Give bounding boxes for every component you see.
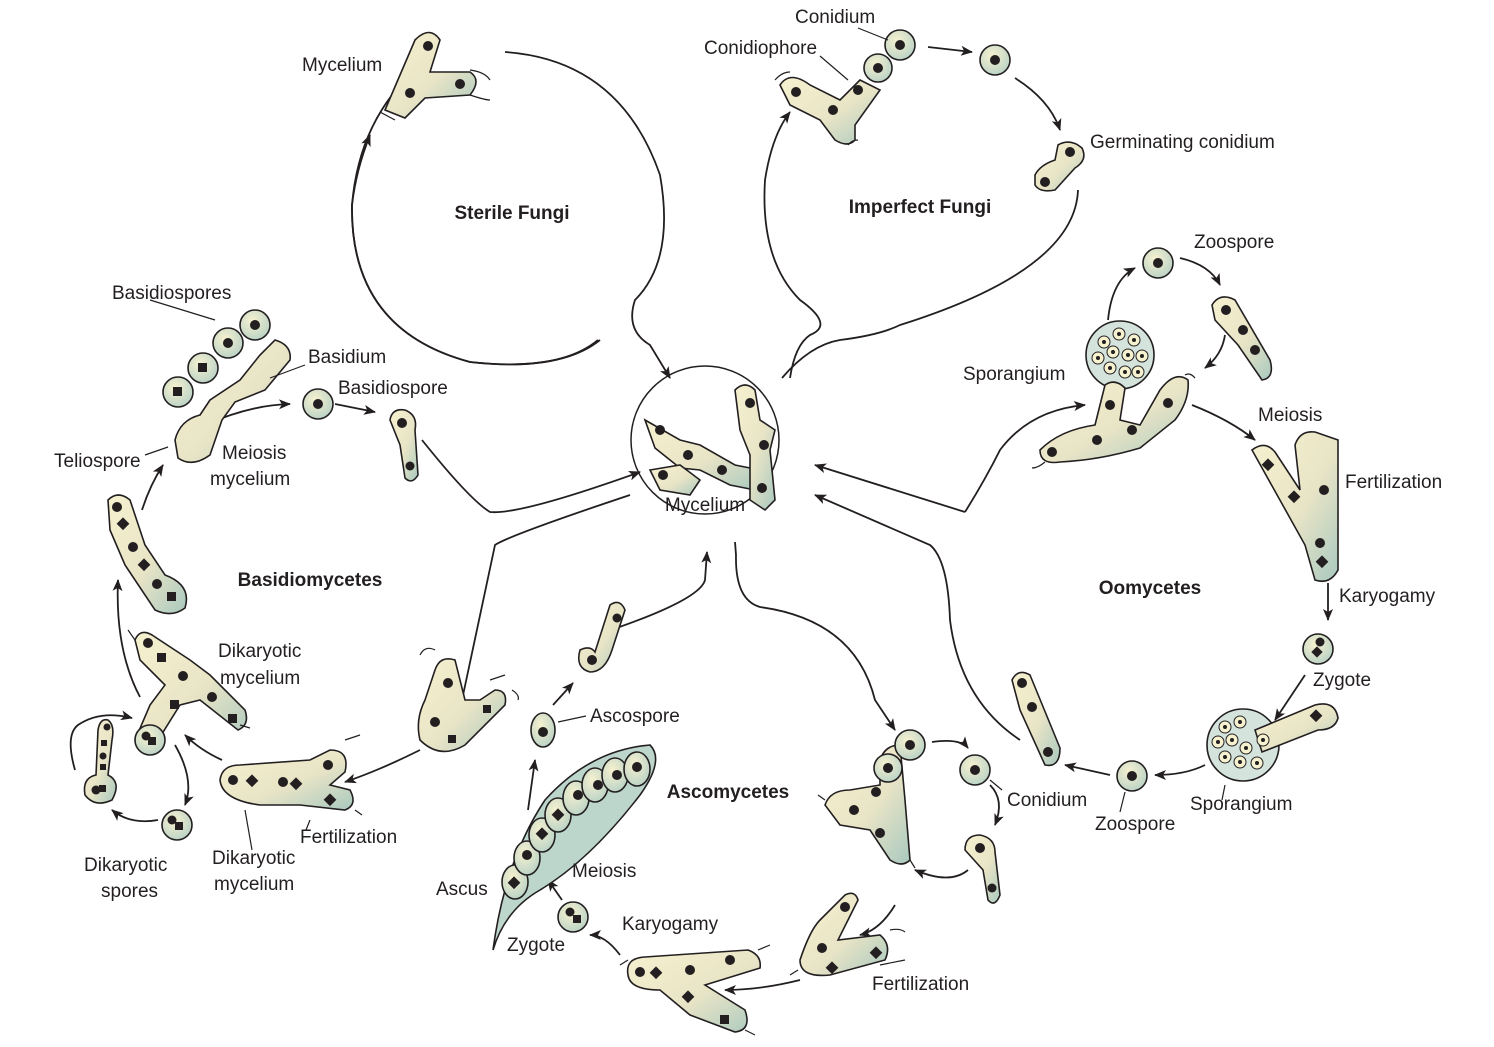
basid-basidiospore-label: Basidiospore [338,378,448,399]
asco-karyogamy-label: Karyogamy [622,914,719,935]
basidiomycetes-title: Basidiomycetes [238,570,383,591]
basid-dikaryotic-mycelium-top-line1: Dikaryotic [218,641,301,662]
asco-ascus-label: Ascus [436,879,488,900]
center-mycelium-label: Mycelium [665,495,745,516]
basidiomycetes-cycle: Basidiospores Basidium Basidiospore Teli… [54,283,641,902]
oom-zygote-label: Zygote [1313,670,1371,691]
sterile-mycelium-label: Mycelium [302,55,382,76]
imperfect-conidium-label: Conidium [795,7,875,28]
basid-dikaryotic-mycelium-bottom-line1: Dikaryotic [212,848,295,869]
asco-meiosis-label: Meiosis [572,861,636,882]
imperfect-conidiophore-label: Conidiophore [704,38,817,59]
oomycetes-title: Oomycetes [1099,578,1201,599]
center-mycelium: Mycelium [630,365,780,516]
basid-basidium-label: Basidium [308,347,386,368]
oom-zoospore-bottom-label: Zoospore [1095,814,1175,835]
oom-fertilization-label: Fertilization [1345,472,1442,493]
sterile-fungi-cycle: Mycelium Sterile Fungi [302,31,670,379]
oom-karyogamy-label: Karyogamy [1339,586,1436,607]
asco-conidium-label: Conidium [1007,790,1087,811]
imperfect-fungi-cycle: Conidium Conidiophore Germinating conidi… [704,7,1275,379]
basid-dikaryotic-mycelium-bottom-line2: mycelium [214,874,294,895]
basid-fertilization-label: Fertilization [300,827,397,848]
basid-meiosis-label-line2: mycelium [210,469,290,490]
basid-basidiospores-label: Basidiospores [112,283,231,304]
ascomycetes-cycle: Ascospore Ascus Meiosis Zygote Karyogamy… [436,541,1087,1033]
oomycetes-cycle: Zoospore Sporangium Meiosis Fertilizatio… [814,232,1442,835]
asco-fertilization-label: Fertilization [872,974,969,995]
basid-dikaryotic-spores-line2: spores [101,881,158,902]
asco-zygote-label: Zygote [507,935,565,956]
oom-meiosis-label: Meiosis [1258,405,1322,426]
oom-sporangium-bottom-label: Sporangium [1190,794,1292,815]
basid-dikaryotic-spores-line1: Dikaryotic [84,855,167,876]
basid-dikaryotic-mycelium-top-line2: mycelium [220,668,300,689]
imperfect-fungi-title: Imperfect Fungi [849,197,992,218]
asco-ascospore-label: Ascospore [590,706,680,727]
sterile-fungi-title: Sterile Fungi [454,203,569,224]
ascomycetes-title: Ascomycetes [667,782,790,803]
hyphal-tip-strokes [127,69,1196,1036]
imperfect-germinating-label: Germinating conidium [1090,132,1275,153]
basid-meiosis-label-line1: Meiosis [222,443,286,464]
oom-zoospore-top-label: Zoospore [1194,232,1274,253]
oom-sporangium-top-label: Sporangium [963,364,1065,385]
basid-teliospore-label: Teliospore [54,451,141,472]
